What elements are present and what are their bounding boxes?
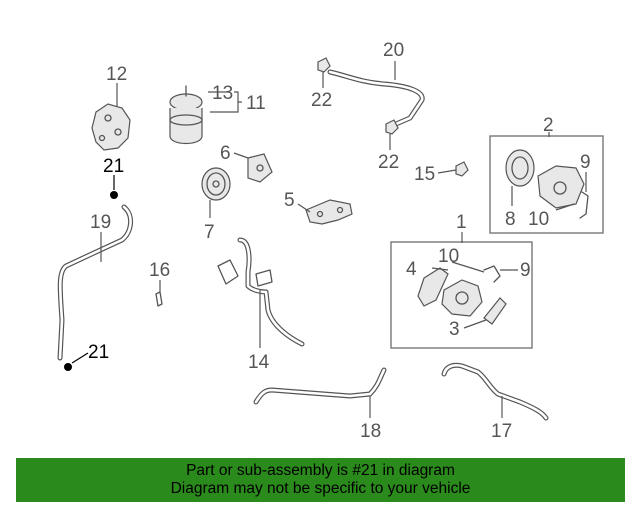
callout-19[interactable]: 19 [90, 212, 111, 233]
callout-10-box-1[interactable]: 10 [438, 246, 459, 267]
callout-9-box-2[interactable]: 9 [580, 152, 591, 173]
callout-21-upper[interactable]: 21 [103, 156, 124, 177]
assembly-box-2 [489, 135, 604, 234]
banner-line-2: Diagram may not be specific to your vehi… [170, 480, 471, 497]
callout-6[interactable]: 6 [220, 143, 231, 164]
hose-part-19[interactable] [57, 204, 133, 361]
callout-14[interactable]: 14 [248, 352, 270, 373]
callout-4[interactable]: 4 [406, 259, 417, 280]
pipe-part-17[interactable] [441, 362, 549, 421]
callout-5[interactable]: 5 [284, 190, 295, 211]
callout-21-lower[interactable]: 21 [88, 342, 109, 363]
callout-20[interactable]: 20 [383, 40, 404, 61]
reservoir-part-11[interactable] [169, 85, 203, 145]
callout-17[interactable]: 17 [491, 421, 512, 442]
callout-8[interactable]: 8 [505, 209, 516, 230]
callout-18[interactable]: 18 [360, 421, 381, 442]
bracket-part-4[interactable] [417, 267, 449, 307]
pump-body-box-2[interactable] [537, 165, 585, 209]
callout-22-lower[interactable]: 22 [378, 152, 399, 173]
clamp-part-22-upper[interactable] [317, 57, 331, 73]
bracket-part-3[interactable] [483, 297, 507, 325]
part-21-lower-marker[interactable] [64, 363, 72, 371]
pulley-part-7[interactable] [201, 167, 231, 201]
pump-body-box-1[interactable] [441, 279, 483, 317]
part-15[interactable] [455, 161, 469, 177]
pulley-part-8[interactable] [505, 149, 535, 187]
callout-7[interactable]: 7 [204, 222, 215, 243]
part-6[interactable] [247, 153, 273, 183]
callout-3[interactable]: 3 [449, 319, 460, 340]
fitting-part-9-box-1[interactable] [483, 265, 501, 283]
banner-line-1: Part or sub-assembly is #21 in diagram [186, 462, 455, 479]
pipe-part-18[interactable] [253, 367, 387, 405]
info-banner: Part or sub-assembly is #21 in diagram D… [16, 458, 625, 502]
callout-16[interactable]: 16 [149, 260, 170, 281]
callout-10-box-2[interactable]: 10 [528, 209, 549, 230]
callout-22-upper[interactable]: 22 [311, 90, 332, 111]
bracket-part-5[interactable] [305, 199, 353, 225]
callout-2[interactable]: 2 [543, 115, 554, 136]
callout-13[interactable]: 13 [212, 83, 233, 104]
clamp-part-22-lower[interactable] [385, 119, 399, 135]
callout-1[interactable]: 1 [456, 212, 467, 233]
callout-9-box-1[interactable]: 9 [520, 260, 531, 281]
fitting-part-9-box-2[interactable] [579, 191, 589, 219]
bolt-part-16[interactable] [155, 291, 163, 307]
hose-part-14[interactable] [217, 237, 305, 347]
callout-11[interactable]: 11 [246, 93, 266, 114]
bracket-part-12[interactable] [91, 103, 131, 151]
hose-part-20[interactable] [327, 69, 425, 127]
callout-15[interactable]: 15 [414, 164, 435, 185]
callout-12[interactable]: 12 [106, 64, 127, 85]
part-21-upper-marker[interactable] [110, 191, 118, 199]
